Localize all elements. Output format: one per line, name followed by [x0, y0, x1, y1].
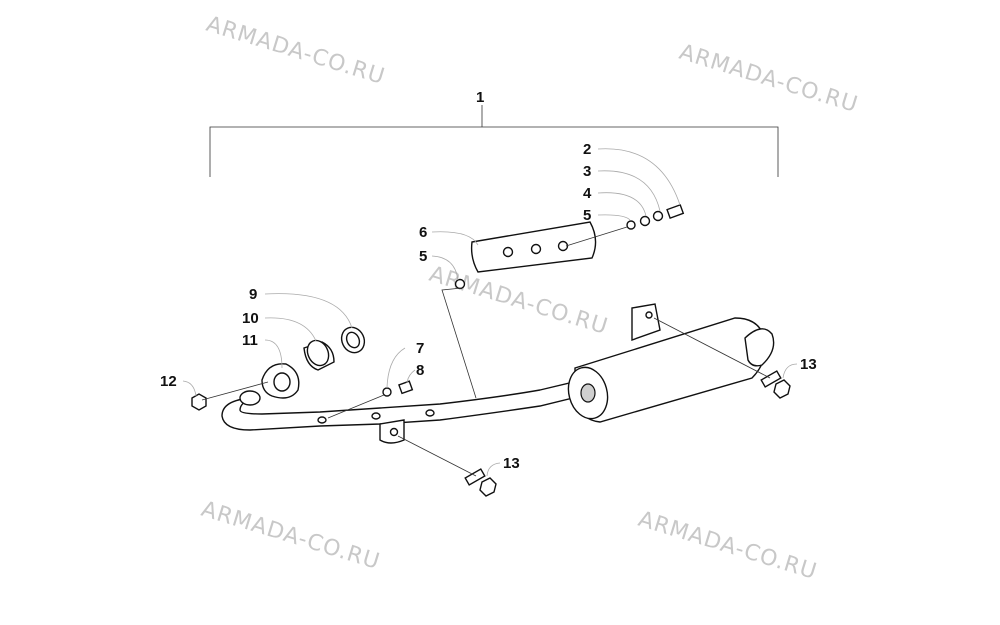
callout-label: 7 [416, 340, 424, 357]
bolt-icon [653, 317, 791, 399]
callout-label: 5 [419, 248, 427, 265]
heat-shield [470, 221, 597, 273]
callout-label: 3 [583, 163, 591, 180]
callout-label: 6 [419, 224, 427, 241]
watermark-text: ARMADA-CO.RU [635, 507, 820, 585]
callouts: 1 2 3 4 5 6 5 7 8 9 10 11 12 13 13 [160, 89, 817, 472]
leader-lines [182, 148, 798, 477]
watermark-text: ARMADA-CO.RU [203, 12, 388, 90]
muffler [567, 303, 775, 423]
callout-label: 12 [160, 373, 177, 390]
shield-fasteners [565, 203, 685, 247]
clamp-fastener [441, 278, 477, 399]
callout-label: 13 [503, 455, 520, 472]
callout-label: 10 [242, 310, 259, 327]
watermark-text: ARMADA-CO.RU [198, 497, 383, 575]
mounting-bolts [397, 317, 791, 497]
bolt-washer [327, 380, 414, 419]
callout-label: 13 [800, 356, 817, 373]
flange-parts [191, 326, 366, 411]
callout-label: 1 [476, 89, 484, 106]
watermarks: ARMADA-CO.RU ARMADA-CO.RU ARMADA-CO.RU A… [198, 12, 861, 585]
watermark-text: ARMADA-CO.RU [676, 40, 861, 118]
callout-label: 2 [583, 141, 591, 158]
callout-label: 4 [583, 185, 592, 202]
callout-label: 8 [416, 362, 424, 379]
bolt-icon [397, 435, 497, 497]
callout-label: 11 [242, 332, 258, 349]
assembly-bracket [209, 105, 779, 177]
callout-label: 9 [249, 286, 257, 303]
callout-label: 5 [583, 207, 591, 224]
